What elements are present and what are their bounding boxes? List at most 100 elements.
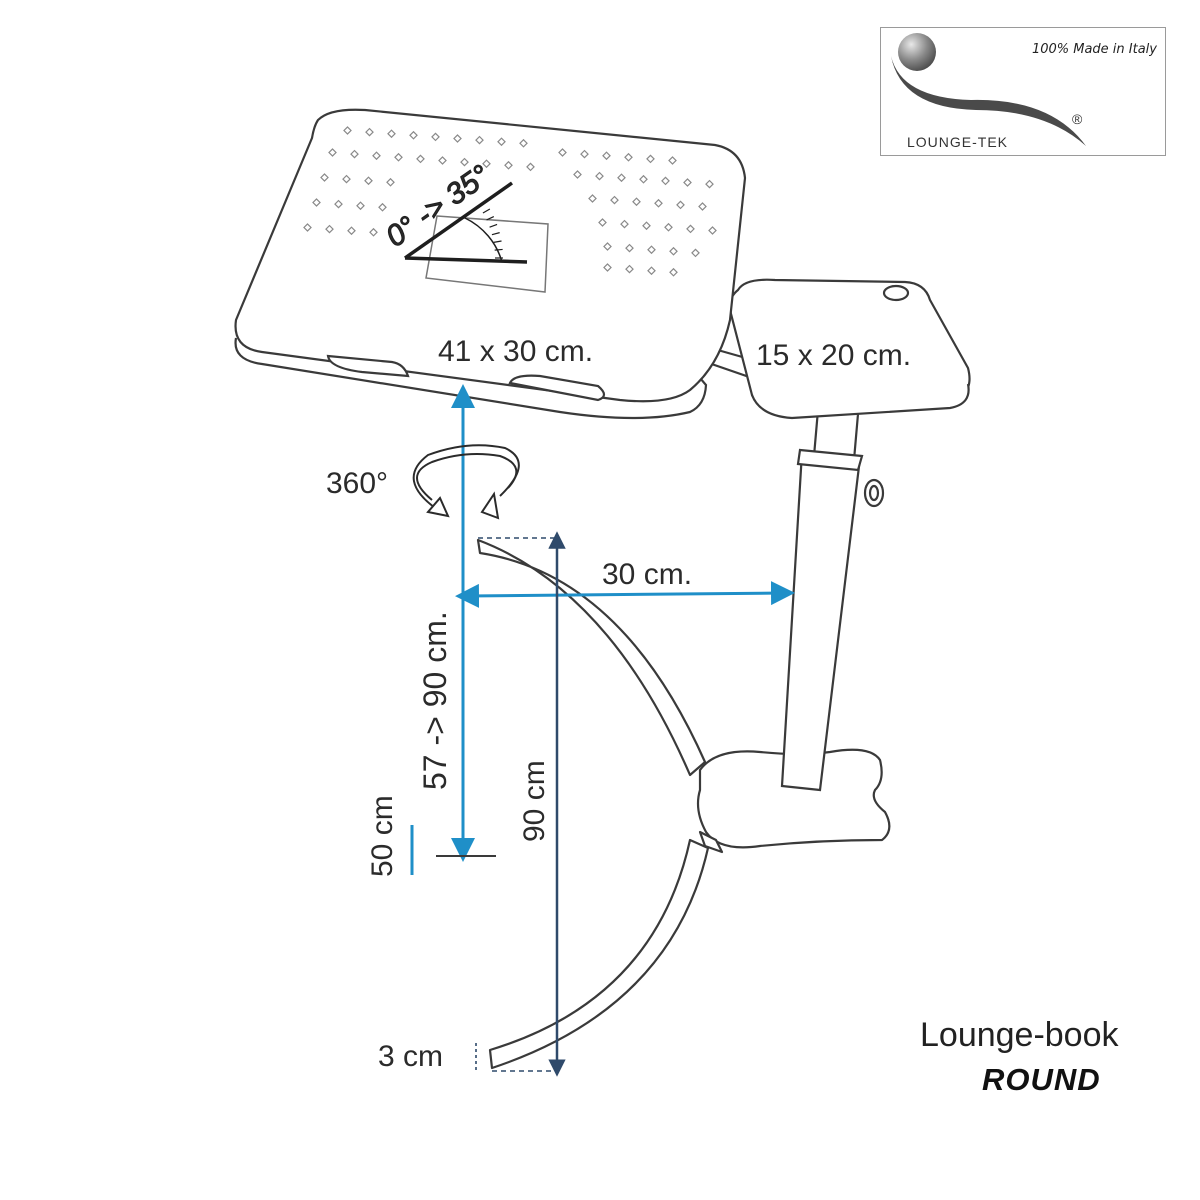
vent-hole (668, 156, 677, 165)
vent-hole (394, 152, 403, 162)
vent-hole (356, 201, 365, 211)
rotation-arrowhead-left (426, 496, 450, 518)
tilt-ticks (478, 201, 503, 259)
vent-hole (632, 197, 641, 207)
rotation-indicator: 360° (326, 444, 520, 520)
vent-hole (453, 134, 462, 143)
tilt-angle-line (403, 181, 514, 260)
tray-lip-right (508, 374, 606, 402)
product-model: ROUND (982, 1062, 1101, 1097)
vent-hole (519, 138, 528, 148)
vent-hole (573, 170, 582, 179)
vent-hole (558, 148, 567, 157)
tilt-tick (482, 208, 491, 214)
height-knob-inner (868, 484, 880, 502)
vent-hole (669, 246, 678, 256)
side-tray-size-label: 15 x 20 cm. (756, 339, 911, 372)
base-length-label: 90 cm (518, 760, 551, 842)
logo-graphic (891, 33, 1086, 146)
tilt-tick (486, 216, 495, 221)
main-tray-size-label: 41 x 30 cm. (438, 335, 593, 368)
tilt-tick (491, 232, 500, 236)
vent-hole (647, 266, 656, 276)
vent-hole (661, 176, 670, 186)
reach-dimension: 30 cm. (455, 558, 795, 608)
vent-hole (343, 126, 352, 135)
vent-hole (686, 224, 695, 234)
tilt-tick (478, 201, 486, 207)
vent-holes (303, 126, 717, 277)
reach-label: 30 cm. (602, 558, 692, 591)
brand-name: LOUNGE-TEK (907, 134, 1009, 150)
brand-logo: 100% Made in Italy ® LOUNGE-TEK (880, 27, 1166, 156)
seat-height-dimension: 50 cm (366, 795, 414, 877)
brand-tagline: 100% Made in Italy (1031, 42, 1157, 57)
vent-hole (460, 157, 469, 167)
vent-hole (654, 198, 663, 208)
vent-hole (625, 264, 634, 274)
vent-hole (642, 221, 651, 231)
vent-hole (438, 156, 447, 165)
support-column (780, 408, 885, 792)
tube-width-label: 3 cm (378, 1040, 443, 1073)
tray-lip-left (326, 354, 410, 378)
product-name: Lounge-book (920, 1016, 1119, 1054)
rotation-label: 360° (326, 467, 388, 500)
vent-hole (482, 159, 491, 169)
tilt-base-line (404, 256, 528, 264)
vent-hole (364, 176, 373, 186)
vent-hole (497, 137, 506, 147)
vent-hole (624, 152, 633, 162)
vent-hole (647, 245, 656, 255)
tube-width-dimension: 3 cm (378, 1040, 477, 1073)
vent-hole (580, 149, 589, 159)
registered-mark: ® (1072, 111, 1083, 127)
side-tray-edge (750, 383, 970, 420)
column-lower (780, 450, 862, 792)
base-leg (476, 538, 891, 1070)
vent-hole (320, 173, 329, 182)
logo-ball-icon (898, 33, 936, 71)
vent-hole (676, 200, 685, 210)
base-joint (698, 830, 724, 854)
vent-hole (639, 174, 648, 184)
base-length-dimension: 90 cm (478, 531, 566, 1077)
vent-hole (669, 267, 678, 277)
leg-lower-tube (488, 838, 710, 1070)
height-range-label: 57 -> 90 cm. (417, 611, 453, 790)
vent-hole (328, 148, 337, 157)
tilt-protractor (464, 217, 503, 263)
cup-hole (882, 284, 910, 302)
vent-hole (664, 222, 673, 232)
vent-hole (598, 218, 607, 227)
vent-hole (646, 154, 655, 164)
vent-hole (603, 242, 612, 251)
vent-hole (431, 132, 440, 142)
vent-hole (683, 178, 692, 187)
height-dimension: 57 -> 90 cm. (417, 384, 496, 862)
vent-hole (372, 151, 381, 161)
vent-hole (409, 130, 418, 140)
main-tray (234, 108, 747, 420)
tilt-tick (494, 248, 503, 251)
vent-hole (526, 162, 535, 172)
vent-hole (708, 226, 717, 235)
logo-swoosh-icon (891, 56, 1086, 146)
rotation-arrowhead-right (480, 491, 500, 520)
rotation-arc-inner (412, 444, 520, 511)
vent-hole (416, 154, 425, 164)
column-collar (796, 448, 864, 472)
seat-height-label: 50 cm (366, 795, 399, 877)
tilt-tick (489, 223, 498, 228)
vent-hole (369, 227, 378, 237)
vent-hole (312, 198, 321, 207)
vent-hole (378, 202, 387, 212)
rotation-arc (416, 453, 518, 501)
vent-hole (342, 174, 351, 184)
vent-hole (625, 243, 634, 253)
vent-hole (698, 202, 707, 211)
vent-hole (386, 177, 395, 187)
vent-hole (325, 224, 334, 234)
reach-arrow (455, 581, 795, 608)
